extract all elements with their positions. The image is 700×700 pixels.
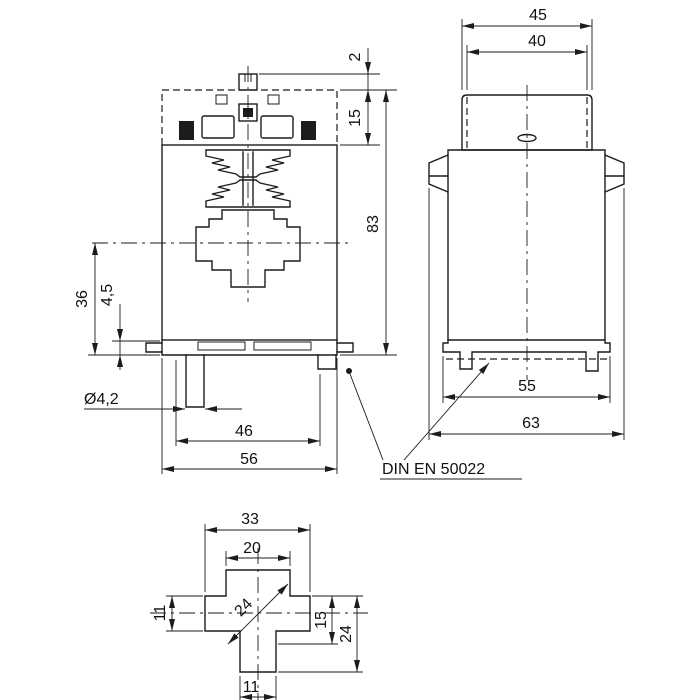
ratchet-lower	[205, 179, 291, 208]
side-top-block	[461, 94, 593, 151]
side-slot	[517, 133, 537, 143]
ratchet-strap	[242, 151, 254, 206]
dim-bottom-slot-width: 11	[243, 679, 260, 696]
din-rail-label: DIN EN 50022	[346, 362, 522, 480]
foot-tip-left	[145, 342, 163, 353]
dim-side-slot-height: 11	[152, 605, 169, 622]
terminal-screw-right	[301, 121, 316, 140]
rail-hook	[317, 354, 337, 370]
cover-clip-right	[267, 94, 280, 105]
dim-total-height: 83	[365, 215, 382, 233]
terminal-block-left	[201, 115, 235, 139]
top-tab-ticks	[244, 74, 252, 82]
dim-total-slot-height: 24	[338, 625, 355, 643]
front-centerlines	[92, 66, 348, 302]
foot-base	[161, 339, 338, 356]
side-extension-lines	[428, 19, 625, 440]
din-leader-right	[403, 362, 490, 461]
dim-center-to-base: 36	[74, 290, 91, 308]
side-view: 45 40 55 63	[428, 7, 625, 440]
side-body-outline	[447, 149, 606, 341]
dim-tab-height: 2	[347, 52, 364, 61]
terminal-block-right	[260, 115, 294, 139]
aperture-extension-lines	[166, 524, 363, 700]
foot-slot-left	[197, 341, 246, 351]
dim-hole-diameter: Ø4,2	[84, 391, 119, 408]
dim-top-width-outer: 45	[529, 7, 547, 24]
ratchet-upper	[205, 149, 291, 178]
dim-foot-height: 4,5	[99, 284, 116, 306]
dim-diagonal: 24	[232, 595, 257, 620]
dim-terminal-depth: 15	[347, 109, 364, 127]
front-body-outline	[161, 144, 338, 341]
cover-clip-left	[215, 94, 228, 105]
dim-fixing-centers: 46	[235, 423, 253, 440]
foot-slot-right	[253, 341, 312, 351]
side-ear-right	[604, 154, 625, 193]
mounting-leg	[185, 354, 205, 408]
din-leader-dot	[346, 368, 352, 374]
dim-top-width-inner: 40	[528, 33, 546, 50]
dim-foot-width: 55	[518, 378, 536, 395]
front-extension-lines	[88, 73, 397, 474]
center-terminal-screw	[243, 108, 253, 117]
terminal-cover-outline	[161, 89, 338, 145]
dim-top-slot-width: 20	[243, 540, 261, 557]
dim-line-24-diagonal	[227, 583, 289, 645]
terminal-screw-left	[179, 121, 194, 140]
side-foot-profile	[442, 339, 611, 372]
din-leader-left	[349, 373, 384, 461]
front-window	[195, 209, 301, 288]
aperture-cross-outline	[204, 569, 311, 673]
dim-overall-depth: 63	[522, 415, 540, 432]
side-ear-left	[428, 154, 449, 193]
dim-body-width: 56	[240, 451, 258, 468]
aperture-centerlines	[150, 548, 368, 700]
side-top-hidden-lines	[466, 97, 588, 148]
aperture-detail-view: 33 20 11 24 15 24 11	[150, 511, 368, 700]
foot-tip-right	[336, 342, 354, 353]
dim-lower-height: 15	[313, 611, 330, 629]
dim-window-width: 33	[241, 511, 259, 528]
din-standard-label: DIN EN 50022	[382, 461, 485, 478]
front-view: 2 15 83 36 4,5 Ø4,2 46 56	[74, 48, 397, 474]
